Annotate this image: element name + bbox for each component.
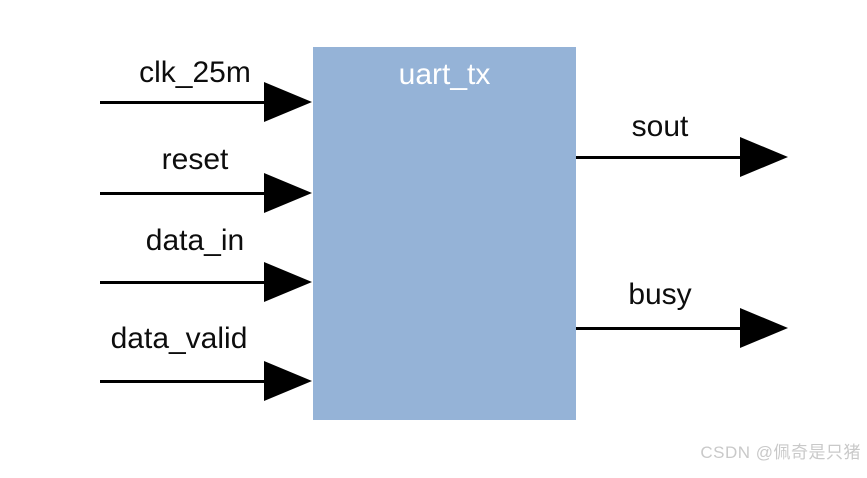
input-label-clk-25m: clk_25m	[139, 56, 251, 89]
arrow-line	[100, 192, 268, 195]
input-label-reset: reset	[161, 143, 229, 176]
input-arrow-data-valid	[100, 361, 312, 401]
output-label-sout: sout	[631, 110, 689, 143]
output-arrow-sout	[576, 137, 788, 177]
arrow-line	[576, 327, 744, 330]
input-arrow-clk-25m	[100, 82, 312, 122]
arrowhead-right-icon	[740, 308, 788, 348]
output-label-busy: busy	[628, 278, 692, 311]
arrowhead-right-icon	[264, 173, 312, 213]
arrow-line	[100, 101, 268, 104]
module-title: uart_tx	[398, 58, 491, 91]
arrow-line	[100, 380, 268, 383]
input-label-data-in: data_in	[145, 224, 245, 257]
arrowhead-right-icon	[264, 361, 312, 401]
arrowhead-right-icon	[264, 82, 312, 122]
input-arrow-data-in	[100, 262, 312, 302]
arrow-line	[100, 281, 268, 284]
output-arrow-busy	[576, 308, 788, 348]
arrowhead-right-icon	[740, 137, 788, 177]
arrowhead-right-icon	[264, 262, 312, 302]
arrow-line	[576, 156, 744, 159]
input-label-data-valid: data_valid	[110, 322, 248, 355]
module-block: uart_tx	[313, 47, 576, 420]
input-arrow-reset	[100, 173, 312, 213]
watermark-text: CSDN @佩奇是只猪	[700, 443, 861, 462]
